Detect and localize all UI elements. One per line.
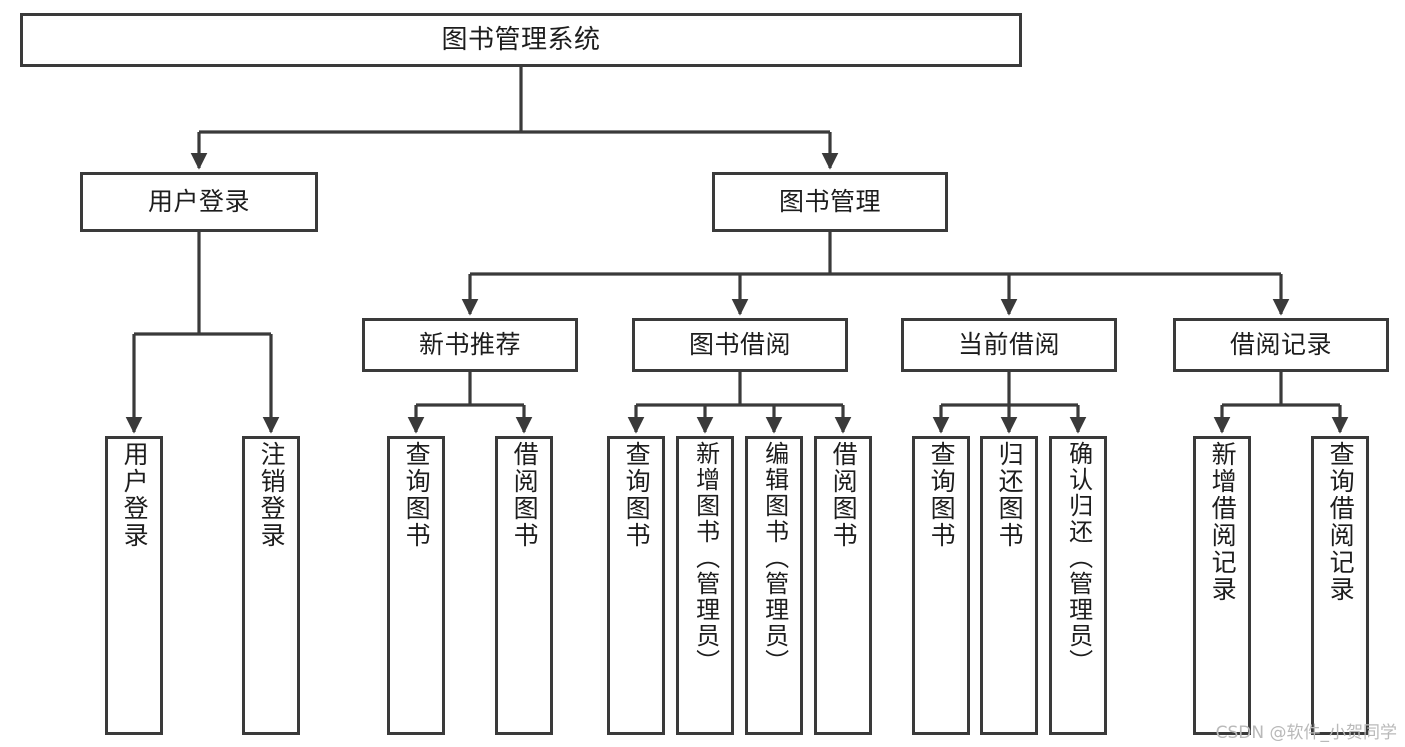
leaf-query-book-3[interactable]: 查询图书 [912, 436, 970, 735]
leaf-user-login[interactable]: 用户登录 [105, 436, 163, 735]
leaf-edit-book[interactable]: 编辑图书（管理员） [745, 436, 803, 735]
node-root-label: 图书管理系统 [441, 24, 601, 55]
node-root[interactable]: 图书管理系统 [20, 13, 1022, 67]
watermark: CSDN @软件_小贺同学 [1215, 723, 1397, 743]
leaf-query-book-3-label: 查询图书 [927, 441, 957, 549]
node-book-manage[interactable]: 图书管理 [712, 172, 948, 232]
leaf-borrow-book-1[interactable]: 借阅图书 [495, 436, 553, 735]
leaf-add-book-label: 新增图书（管理员） [691, 441, 720, 675]
leaf-add-book[interactable]: 新增图书（管理员） [676, 436, 734, 735]
leaf-confirm-return-label: 确认归还（管理员） [1064, 441, 1093, 675]
node-book-manage-label: 图书管理 [778, 187, 881, 217]
node-book-borrow[interactable]: 图书借阅 [632, 318, 848, 372]
leaf-query-borrow-record[interactable]: 查询借阅记录 [1311, 436, 1369, 735]
leaf-logout-login[interactable]: 注销登录 [242, 436, 300, 735]
leaf-query-book-2-label: 查询图书 [622, 441, 652, 549]
leaf-logout-login-label: 注销登录 [257, 441, 287, 549]
leaf-borrow-book-1-label: 借阅图书 [510, 441, 540, 549]
leaf-add-borrow-record-label: 新增借阅记录 [1208, 441, 1238, 603]
node-current-borrow-label: 当前借阅 [957, 330, 1060, 360]
leaf-add-borrow-record[interactable]: 新增借阅记录 [1193, 436, 1251, 735]
node-new-book-rec[interactable]: 新书推荐 [362, 318, 578, 372]
leaf-query-borrow-record-label: 查询借阅记录 [1326, 441, 1356, 603]
leaf-return-book[interactable]: 归还图书 [980, 436, 1038, 735]
leaf-confirm-return[interactable]: 确认归还（管理员） [1049, 436, 1107, 735]
leaf-borrow-book-2-label: 借阅图书 [829, 441, 859, 549]
leaf-query-book-2[interactable]: 查询图书 [607, 436, 665, 735]
leaf-user-login-label: 用户登录 [120, 441, 150, 549]
node-user-login[interactable]: 用户登录 [80, 172, 318, 232]
node-borrow-record-label: 借阅记录 [1229, 330, 1332, 360]
leaf-borrow-book-2[interactable]: 借阅图书 [814, 436, 872, 735]
node-current-borrow[interactable]: 当前借阅 [901, 318, 1117, 372]
node-borrow-record[interactable]: 借阅记录 [1173, 318, 1389, 372]
leaf-query-book-1[interactable]: 查询图书 [387, 436, 445, 735]
leaf-return-book-label: 归还图书 [995, 441, 1025, 549]
leaf-edit-book-label: 编辑图书（管理员） [760, 441, 789, 675]
leaf-query-book-1-label: 查询图书 [402, 441, 432, 549]
node-new-book-rec-label: 新书推荐 [418, 330, 521, 360]
node-user-login-label: 用户登录 [147, 187, 250, 217]
node-book-borrow-label: 图书借阅 [688, 330, 791, 360]
